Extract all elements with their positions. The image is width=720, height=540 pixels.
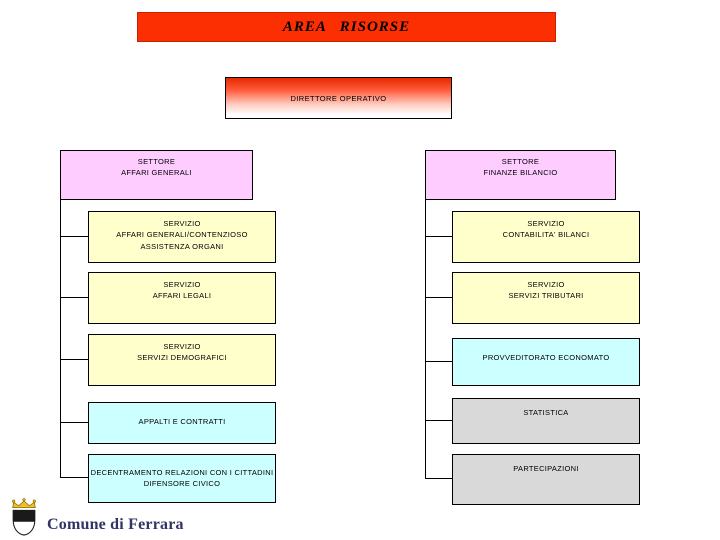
provveditorato-box: PROVVEDITORATO ECONOMATO	[452, 338, 640, 386]
connector-stub	[60, 422, 88, 423]
connector-stub	[425, 478, 452, 479]
provveditorato-label: PROVVEDITORATO ECONOMATO	[482, 353, 610, 362]
direttore-operativo-box: DIRETTORE OPERATIVO	[225, 77, 452, 119]
comune-ferrara-crest-icon	[12, 498, 36, 536]
page-title: AREA RISORSE	[282, 18, 411, 35]
partecipazioni-box: PARTECIPAZIONI	[452, 454, 640, 505]
connector-stub	[425, 361, 452, 362]
connector-stub	[60, 359, 88, 360]
connector-stub	[425, 420, 452, 421]
crown-icon	[12, 498, 36, 508]
statistica-box: STATISTICA	[452, 398, 640, 444]
org-name: Comune di Ferrara	[47, 516, 184, 533]
shield-icon	[12, 509, 36, 536]
connector-stub	[425, 236, 452, 237]
connector-vertical-left	[60, 198, 61, 478]
connector-stub	[60, 236, 88, 237]
partecipazioni-label: PARTECIPAZIONI	[513, 464, 579, 473]
appalti-contratti-box: APPALTI E CONTRATTI	[88, 402, 276, 444]
appalti-contratti-label: APPALTI E CONTRATTI	[138, 417, 226, 426]
connector-stub	[60, 477, 88, 478]
area-title-banner: AREA RISORSE	[137, 12, 556, 42]
direttore-operativo-label: DIRETTORE OPERATIVO	[290, 93, 387, 103]
connector-stub	[425, 297, 452, 298]
statistica-label: STATISTICA	[523, 408, 569, 417]
connector-vertical-right	[425, 198, 426, 478]
connector-stub	[60, 297, 88, 298]
footer: Comune di Ferrara	[8, 498, 184, 536]
